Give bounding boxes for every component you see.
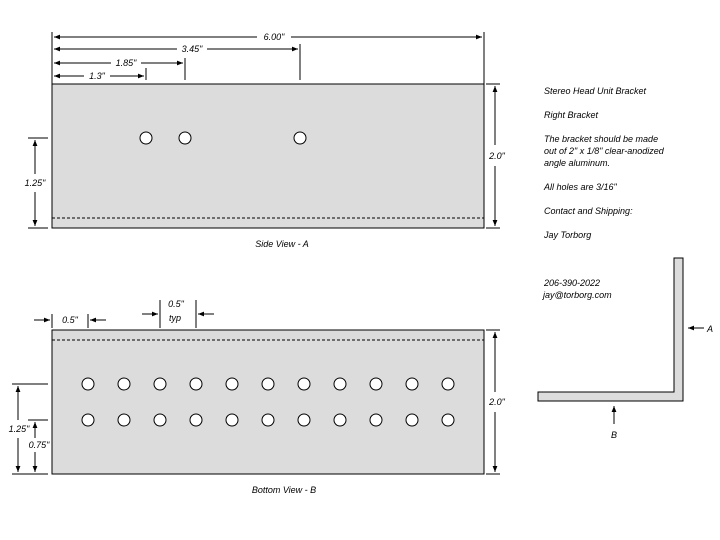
- bottom-hole: [297, 377, 311, 391]
- note-material-line3: angle aluminum.: [544, 158, 610, 168]
- dim-height: 2.0": [488, 151, 506, 161]
- bottom-hole: [261, 377, 275, 391]
- bottom-hole: [333, 377, 347, 391]
- dim-row-bottom: 0.75": [29, 440, 51, 450]
- dim-hole-1: 1.3": [89, 71, 106, 81]
- bottom-hole: [405, 377, 419, 391]
- note-phone: 206-390-2022: [543, 278, 600, 288]
- bottom-view-plate: [51, 329, 485, 475]
- bottom-hole: [225, 413, 239, 427]
- view-a-label: A: [706, 324, 713, 334]
- bottom-view-caption: Bottom View - B: [252, 485, 316, 495]
- side-hole: [293, 131, 307, 145]
- bottom-hole: [81, 377, 95, 391]
- bottom-hole: [153, 377, 167, 391]
- view-b-label: B: [611, 430, 617, 440]
- bottom-hole: [153, 413, 167, 427]
- bottom-hole: [189, 377, 203, 391]
- bottom-hole: [441, 377, 455, 391]
- dim-edge-offset: 0.5": [62, 315, 79, 325]
- dim-hole-3: 3.45": [182, 44, 204, 54]
- bottom-hole-grid: [81, 377, 455, 427]
- dim-hole-height: 1.25": [25, 178, 47, 188]
- side-view-caption: Side View - A: [255, 239, 309, 249]
- bottom-hole: [189, 413, 203, 427]
- bottom-view: 0.5" 0.5" typ 2.0" 1.25" 0.75" Bottom Vi…: [9, 299, 506, 495]
- bottom-hole: [441, 413, 455, 427]
- dim-spacing-typ: typ: [169, 313, 181, 323]
- side-hole: [178, 131, 192, 145]
- bottom-hole: [81, 413, 95, 427]
- bottom-hole: [297, 413, 311, 427]
- angle-profile-shape: [537, 257, 684, 402]
- bottom-hole: [261, 413, 275, 427]
- note-title: Stereo Head Unit Bracket: [544, 86, 647, 96]
- dim-overall-length: 6.00": [264, 32, 286, 42]
- bottom-hole: [369, 413, 383, 427]
- bottom-hole: [405, 413, 419, 427]
- notes: Stereo Head Unit Bracket Right Bracket T…: [542, 86, 665, 300]
- bottom-hole: [117, 377, 131, 391]
- note-contact-name: Jay Torborg: [543, 230, 591, 240]
- dim-spacing-value: 0.5": [168, 299, 185, 309]
- angle-profile: A B: [537, 257, 713, 440]
- bottom-hole: [333, 413, 347, 427]
- note-contact-label: Contact and Shipping:: [544, 206, 633, 216]
- bottom-hole: [225, 377, 239, 391]
- side-view-plate: [51, 83, 485, 229]
- note-subtitle: Right Bracket: [544, 110, 599, 120]
- bottom-hole: [369, 377, 383, 391]
- note-material-line2: out of 2" x 1/8" clear-anodized: [544, 146, 665, 156]
- dim-hole-2: 1.85": [116, 58, 138, 68]
- dim-height: 2.0": [488, 397, 506, 407]
- side-hole: [139, 131, 153, 145]
- note-holes: All holes are 3/16": [543, 182, 618, 192]
- bottom-hole: [117, 413, 131, 427]
- side-view: 6.00" 3.45" 1.85" 1.3" 2.0" 1.25" Side V…: [25, 32, 506, 249]
- dim-row-top: 1.25": [9, 424, 31, 434]
- note-email: jay@torborg.com: [542, 290, 612, 300]
- note-material-line1: The bracket should be made: [544, 134, 658, 144]
